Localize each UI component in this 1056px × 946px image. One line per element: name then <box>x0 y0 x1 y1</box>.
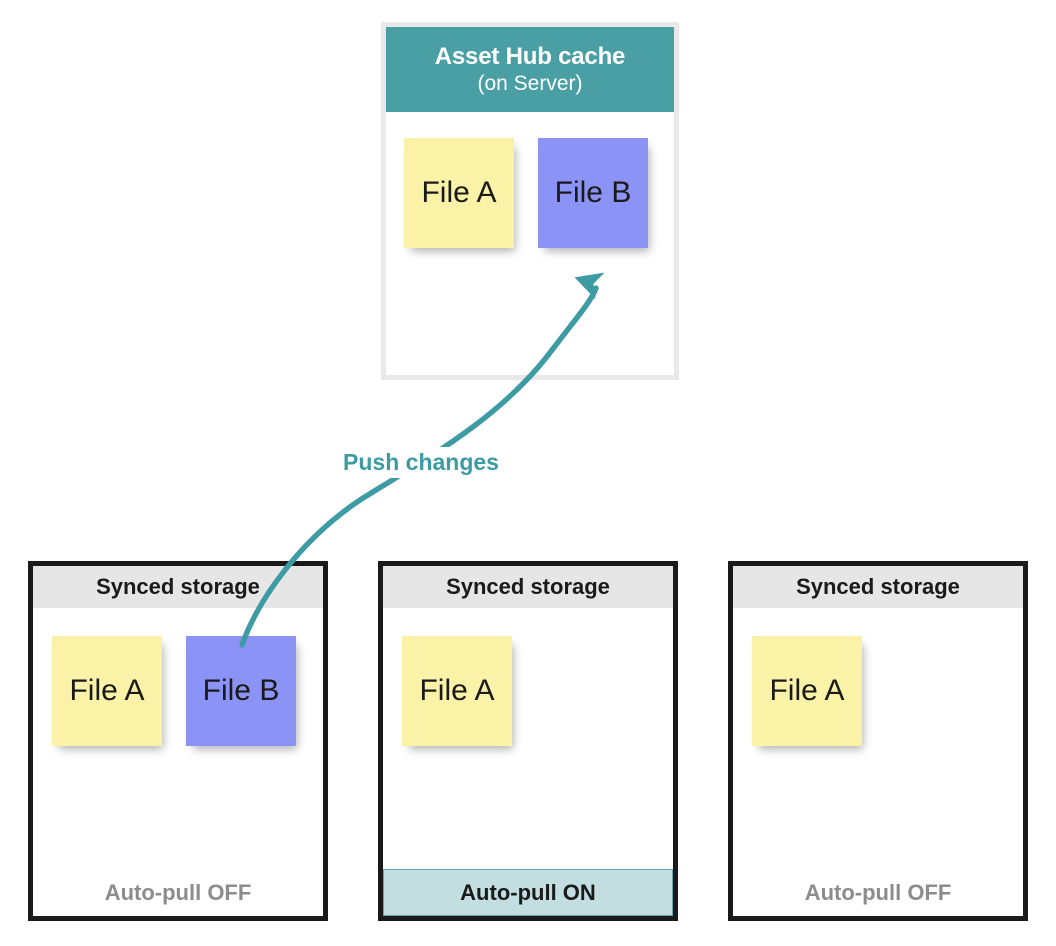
file-card-p1-b[interactable]: File B <box>186 636 296 746</box>
panel-2-autopull-status: Auto-pull ON <box>383 869 673 916</box>
asset-hub-cache-subtitle: (on Server) <box>477 72 583 96</box>
synced-storage-panel-3: Synced storage File A Auto-pull OFF <box>728 561 1028 921</box>
panel-1-autopull-status: Auto-pull OFF <box>104 879 252 905</box>
file-card-p2-a[interactable]: File A <box>402 636 512 746</box>
panel-2-body: File A <box>383 608 673 869</box>
synced-storage-panel-1: Synced storage File A File B Auto-pull O… <box>28 561 328 921</box>
synced-storage-panel-2: Synced storage File A Auto-pull ON <box>378 561 678 921</box>
asset-hub-cache-box: Asset Hub cache (on Server) File A File … <box>381 22 679 380</box>
panel-1-header: Synced storage <box>33 566 323 608</box>
panel-3-header: Synced storage <box>733 566 1023 608</box>
panel-3-autopull-status: Auto-pull OFF <box>804 879 952 905</box>
panel-2-header: Synced storage <box>383 566 673 608</box>
file-card-cache-a[interactable]: File A <box>404 138 514 248</box>
panel-1-body: File A File B <box>33 608 323 869</box>
asset-hub-cache-header: Asset Hub cache (on Server) <box>386 27 674 112</box>
file-card-p3-a[interactable]: File A <box>752 636 862 746</box>
asset-hub-cache-title: Asset Hub cache <box>434 43 626 71</box>
asset-hub-cache-body: File A File B <box>386 112 674 375</box>
panel-3-body: File A <box>733 608 1023 869</box>
file-card-cache-b[interactable]: File B <box>538 138 648 248</box>
file-card-p1-a[interactable]: File A <box>52 636 162 746</box>
push-changes-label: Push changes <box>322 447 520 478</box>
